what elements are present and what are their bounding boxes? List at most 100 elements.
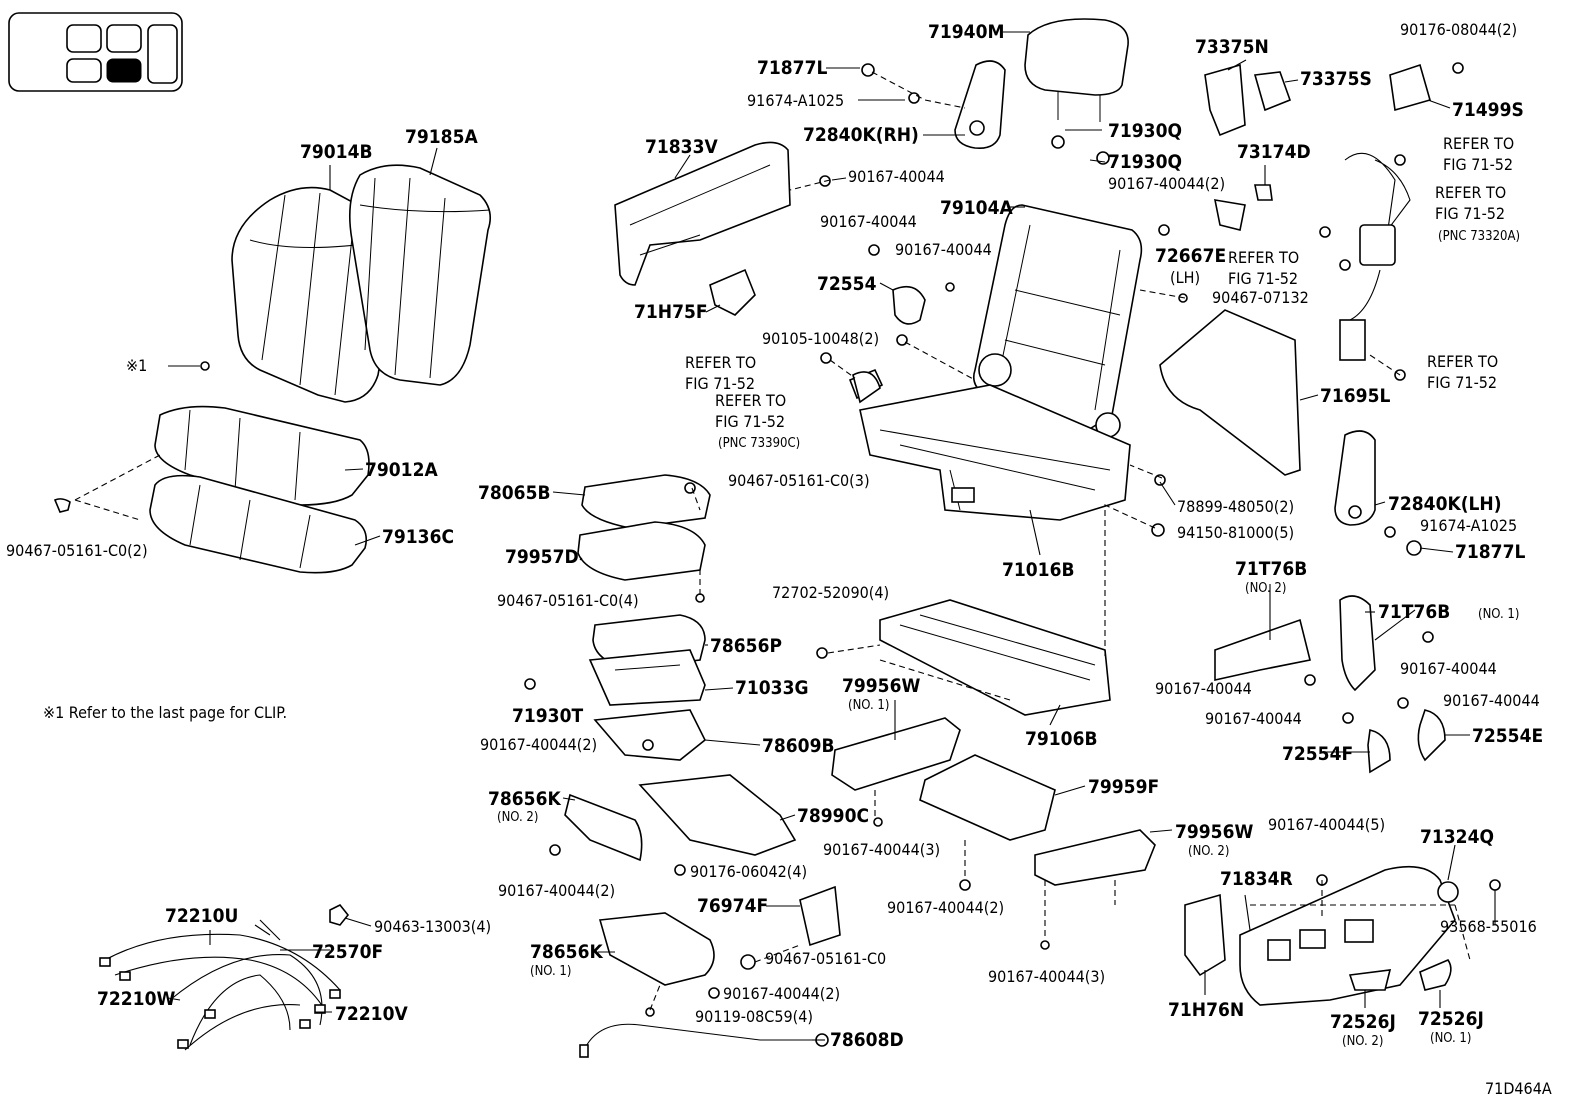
reference-text: REFER TO — [1228, 248, 1299, 267]
part-label: 79957D — [505, 546, 579, 568]
armrest-lh — [1334, 430, 1376, 526]
part-label: 78608D — [830, 1029, 904, 1051]
part-label: 72210U — [165, 905, 238, 927]
part-label: 90167-40044(3) — [988, 967, 1105, 986]
part-label: 73174D — [1237, 141, 1311, 163]
part-label: 79104A — [940, 197, 1013, 219]
part-label: 79185A — [405, 126, 478, 148]
reference-labels: REFER TO FIG 71-52 REFER TO FIG 71-52 (P… — [685, 134, 1520, 451]
part-label: 71877L — [757, 57, 827, 79]
reference-text: FIG 71-52 — [1443, 155, 1513, 174]
leader-lines — [167, 31, 1496, 1041]
bracket-79956W-no1 — [831, 717, 961, 791]
part-label: 71930T — [512, 705, 583, 727]
armrest-rh — [954, 60, 1006, 150]
reference-text: FIG 71-52 — [1427, 373, 1497, 392]
part-label: 71877L — [1455, 541, 1525, 563]
shield-71834R — [1239, 865, 1456, 1006]
latch-73375N — [1204, 63, 1246, 137]
armrest-pad-79957D — [577, 521, 706, 581]
bracket-78990C — [638, 774, 797, 856]
part-label: 79956W — [1175, 821, 1253, 843]
part-label: 90105-10048(2) — [762, 329, 879, 348]
clip-90463-icon — [329, 903, 350, 926]
part-label: (NO. 1) — [1478, 607, 1519, 622]
reference-text: FIG 71-52 — [715, 412, 785, 431]
part-label: 71930Q — [1108, 120, 1182, 142]
part-label: 72667E — [1155, 245, 1226, 267]
part-label: 78065B — [478, 482, 551, 504]
reference-text: FIG 71-52 — [685, 374, 755, 393]
part-label: 90176-08044(2) — [1400, 20, 1517, 39]
part-label: 90119-08C59(4) — [695, 1007, 813, 1026]
part-label: 90467-05161-C0(3) — [728, 471, 870, 490]
knob-72526J-no1 — [1419, 959, 1452, 991]
reference-text: FIG 71-52 — [1435, 204, 1505, 223]
bracket-71H75F — [709, 268, 756, 316]
part-label: 90167-40044 — [895, 240, 992, 259]
part-label: 72570F — [312, 941, 383, 963]
part-label: 71T76B — [1235, 558, 1307, 580]
part-label: 93568-55016 — [1440, 917, 1537, 936]
part-label: (NO. 2) — [497, 810, 538, 825]
part-label: 90167-40044 — [820, 212, 917, 231]
part-label: 79014B — [300, 141, 373, 163]
part-label: 79106B — [1025, 728, 1098, 750]
part-label: 72210V — [335, 1003, 408, 1025]
bracket-79956W-no2 — [1034, 829, 1156, 886]
part-label: (NO. 2) — [1188, 844, 1229, 859]
reference-text: (PNC 73320A) — [1438, 229, 1520, 244]
part-label: (NO. 2) — [1245, 581, 1286, 596]
assembly-lines — [649, 71, 1471, 1011]
seatback-shield-upper — [614, 141, 791, 286]
cover-71T76B-no1 — [1339, 595, 1376, 692]
seat-track-frame — [859, 384, 1131, 521]
clip-marker-label: ※1 — [126, 356, 147, 375]
armrest-pad-78065B — [581, 474, 711, 529]
cover-73174D — [1254, 184, 1273, 201]
part-label: 78609B — [762, 735, 835, 757]
part-label: 78656K — [488, 788, 561, 810]
part-label: 73375N — [1195, 36, 1269, 58]
part-label: 90463-13003(4) — [374, 917, 491, 936]
part-label: 72840K(RH) — [803, 124, 919, 146]
wire-harness — [99, 919, 341, 1051]
part-label: 79012A — [365, 459, 438, 481]
part-label: 90167-40044(2) — [723, 984, 840, 1003]
part-label: 71940M — [928, 21, 1004, 43]
part-label: 73375S — [1300, 68, 1372, 90]
part-label: 71324Q — [1420, 826, 1494, 848]
part-label: 71016B — [1002, 559, 1075, 581]
cover-79959F — [919, 754, 1056, 841]
part-label: 71834R — [1220, 868, 1293, 890]
seat-locator-icon — [8, 12, 183, 92]
part-label: 90167-40044(2) — [480, 735, 597, 754]
part-label: 78899-48050(2) — [1177, 497, 1294, 516]
part-label: 94150-81000(5) — [1177, 523, 1294, 542]
part-label: 71H75F — [634, 301, 708, 323]
part-label: 78656P — [710, 635, 782, 657]
seat-cushion-cover — [154, 405, 370, 506]
seat-lower-frame — [879, 599, 1111, 716]
part-label: 72554 — [817, 273, 877, 295]
anchor-71499S — [1389, 63, 1431, 112]
part-label: 79956W — [842, 675, 920, 697]
part-label: 76974F — [697, 895, 768, 917]
part-label: 90467-05161-C0(4) — [497, 591, 639, 610]
reference-text: (PNC 73390C) — [718, 436, 800, 451]
armrest-base-71033G — [588, 649, 706, 706]
seatback-cover-rear — [348, 164, 491, 386]
part-label: 72554F — [1282, 743, 1353, 765]
part-label: 90467-05161-C0(2) — [6, 541, 148, 560]
part-label: (NO. 1) — [530, 964, 571, 979]
part-label: 90176-06042(4) — [690, 862, 807, 881]
cable-78608D — [579, 1023, 829, 1058]
clip-marker-icon — [200, 361, 210, 371]
reference-text: REFER TO — [685, 353, 756, 372]
part-label: 90467-07132 — [1212, 288, 1309, 307]
part-label: 90167-40044 — [1205, 709, 1302, 728]
part-label: (NO. 1) — [1430, 1031, 1471, 1046]
part-label: 79136C — [382, 526, 454, 548]
part-label: 90167-40044 — [1443, 691, 1540, 710]
part-label: 71695L — [1320, 385, 1390, 407]
